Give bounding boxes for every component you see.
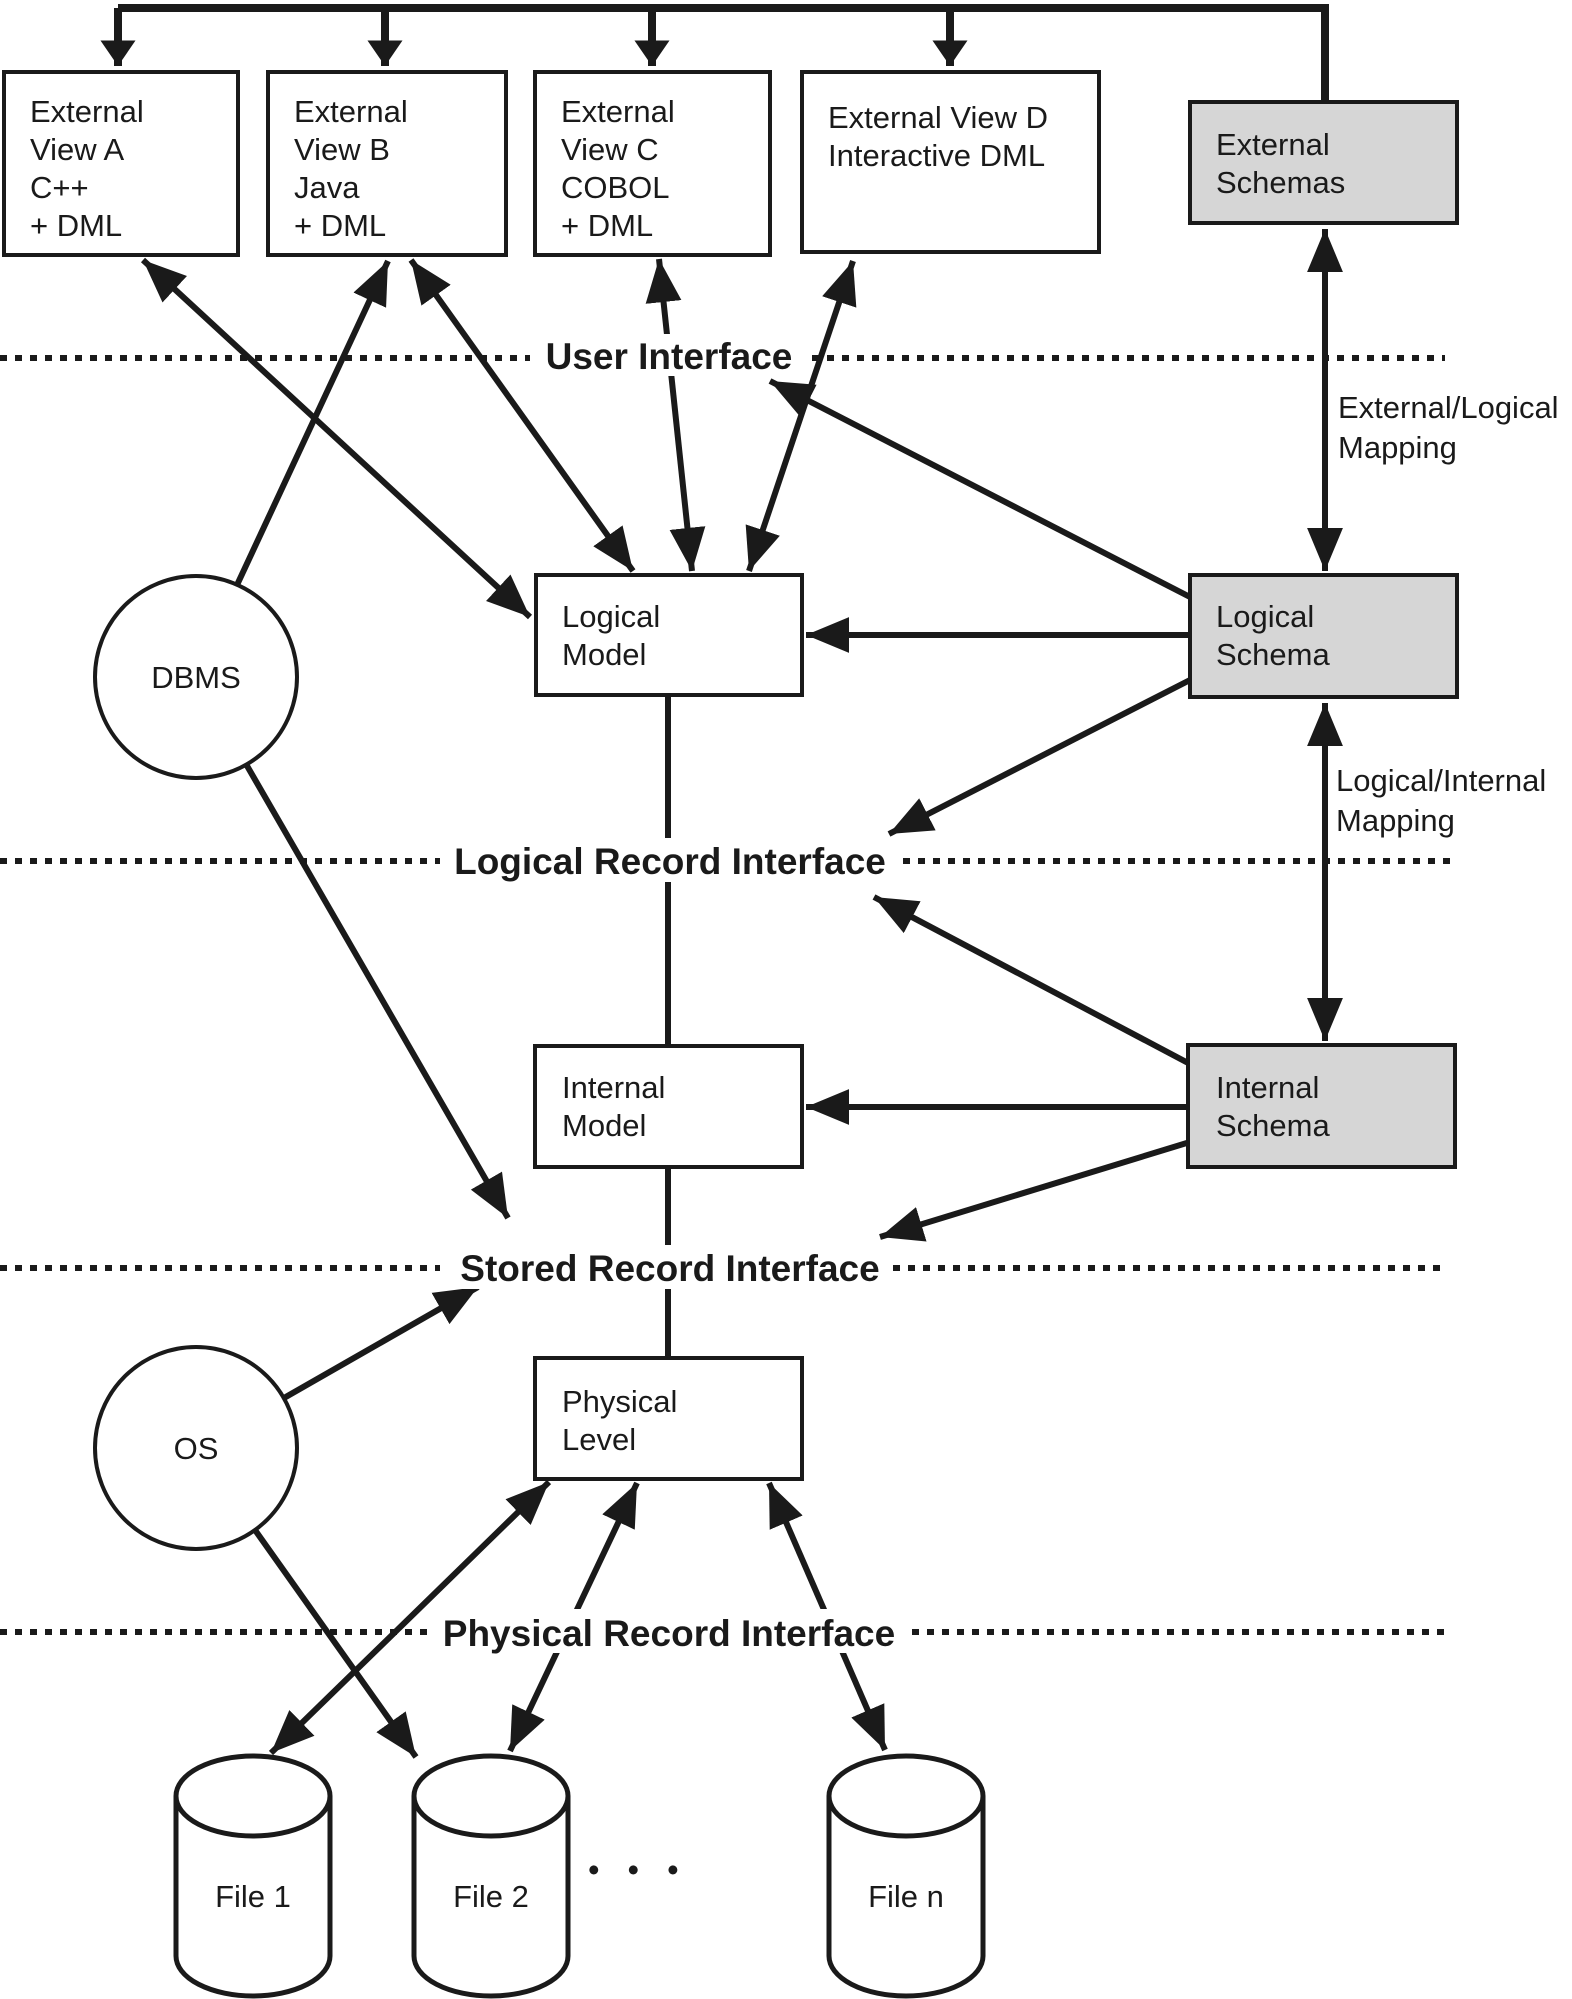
arrow-view-c-logical-model	[645, 258, 706, 572]
logical-schema-rect	[1188, 573, 1459, 699]
filen-cylinder-body	[826, 1796, 986, 1999]
logical-internal-mapping-label: Logical/Internal Mapping	[1336, 763, 1546, 838]
arrow-view-a-logical-model	[140, 257, 533, 620]
physical-level-rect	[533, 1356, 804, 1481]
arrow-internal-schema-to-logical-record-interface	[872, 894, 1192, 1067]
external-view-b-line4: + DML	[294, 208, 386, 243]
external-view-d-line1: External View D	[828, 100, 1048, 135]
arrows	[140, 228, 1343, 1759]
internal-schema-rect	[1186, 1043, 1457, 1169]
physical-record-interface-label-bg	[438, 1609, 900, 1653]
logical-model-line2: Model	[562, 637, 646, 672]
external-schemas-rect	[1188, 100, 1459, 225]
stored-record-interface-label-bg	[452, 1245, 888, 1289]
external-view-d-line2: Interactive DML	[828, 138, 1045, 173]
arrow-physical-level-file1	[268, 1479, 552, 1756]
arrow-os-to-file2	[252, 1528, 419, 1759]
logical-schema-line2: Schema	[1216, 637, 1330, 672]
internal-schema-box: Internal Schema	[1186, 1043, 1457, 1169]
external-logical-mapping-label: External/Logical Mapping	[1338, 390, 1559, 465]
logical-schema-box: Logical Schema	[1188, 573, 1459, 699]
external-view-c-line4: + DML	[561, 208, 653, 243]
internal-model-rect	[533, 1044, 804, 1169]
external-view-c-line3: COBOL	[561, 170, 670, 205]
external-schemas-line2: Schemas	[1216, 165, 1345, 200]
user-interface-label-bg	[540, 334, 798, 376]
file1-label: File 1	[215, 1879, 291, 1914]
physical-level-line1: Physical	[562, 1384, 677, 1419]
filen-label: File n	[868, 1879, 944, 1914]
arrow-dbms-to-stored-record-interface	[243, 762, 511, 1220]
logical-model-line1: Logical	[562, 599, 660, 634]
logical-model-box: Logical Model	[534, 573, 804, 697]
dbms-ellipse	[93, 574, 299, 780]
file-ellipsis: •••	[588, 1851, 707, 1888]
interface-labels: User Interface Logical Record Interface …	[438, 334, 900, 1654]
external-view-b-line2: View B	[294, 132, 390, 167]
arrow-view-b-logical-model	[408, 258, 636, 573]
external-view-a-line1: External	[30, 94, 144, 129]
internal-model-line1: Internal	[562, 1070, 665, 1105]
logical-model-rect	[534, 573, 804, 697]
dbms-label: DBMS	[151, 660, 241, 695]
file1-cylinder-body	[173, 1796, 333, 1999]
internal-model-line2: Model	[562, 1108, 646, 1143]
external-view-c-line1: External	[561, 94, 675, 129]
internal-schema-line2: Schema	[1216, 1108, 1330, 1143]
file2-cylinder-body	[411, 1796, 571, 1999]
os-label: OS	[174, 1431, 219, 1466]
external-view-c-rect	[533, 70, 772, 257]
external-view-c-line2: View C	[561, 132, 659, 167]
stored-record-interface-label: Stored Record Interface	[460, 1248, 879, 1289]
filen-cylinder-top	[826, 1753, 986, 1839]
dbms-circle: DBMS	[93, 574, 299, 780]
arrow-dbms-to-view-b	[234, 259, 391, 587]
external-view-a-line3: C++	[30, 170, 89, 205]
logical-internal-mapping-line1: Logical/Internal	[1336, 763, 1546, 798]
logical-record-interface-label: Logical Record Interface	[454, 841, 886, 882]
top-bar	[100, 4, 1329, 100]
physical-level-box: Physical Level	[533, 1356, 804, 1481]
external-view-b-line1: External	[294, 94, 408, 129]
internal-model-box: Internal Model	[533, 1044, 804, 1169]
external-view-d-rect	[800, 70, 1101, 254]
user-interface-label: User Interface	[546, 336, 793, 377]
external-schemas-box: External Schemas	[1188, 100, 1459, 225]
arrow-logical-schema-to-logical-record-interface	[887, 677, 1192, 837]
os-circle: OS	[93, 1345, 299, 1551]
logical-record-interface-label-bg	[448, 838, 892, 882]
external-view-d-box: External View D Interactive DML	[800, 70, 1101, 254]
logical-schema-line1: Logical	[1216, 599, 1314, 634]
external-view-b-line3: Java	[294, 170, 360, 205]
external-view-a-line2: View A	[30, 132, 125, 167]
physical-level-line2: Level	[562, 1422, 636, 1457]
file2-cylinder-top	[411, 1753, 571, 1839]
top-bar-path	[118, 4, 1329, 100]
external-view-a-box: External View A C++ + DML	[2, 70, 240, 257]
file2-label: File 2	[453, 1879, 529, 1914]
physical-record-interface-label: Physical Record Interface	[443, 1613, 895, 1654]
external-view-a-line4: + DML	[30, 208, 122, 243]
internal-schema-line1: Internal	[1216, 1070, 1319, 1105]
external-view-b-rect	[266, 70, 508, 257]
external-view-b-box: External View B Java + DML	[266, 70, 508, 257]
external-view-c-box: External View C COBOL + DML	[533, 70, 772, 257]
arrow-os-to-stored-record-interface	[282, 1284, 480, 1401]
external-schemas-line1: External	[1216, 127, 1330, 162]
logical-internal-mapping-line2: Mapping	[1336, 803, 1455, 838]
file-cylinders	[173, 1753, 986, 1999]
external-logical-mapping-line2: Mapping	[1338, 430, 1457, 465]
file1-cylinder-top	[173, 1753, 333, 1839]
arrow-logical-schema-to-user-interface	[768, 378, 1192, 600]
os-ellipse	[93, 1345, 299, 1551]
arrow-internal-schema-to-stored-record-interface	[879, 1139, 1191, 1242]
external-view-a-rect	[2, 70, 240, 257]
external-logical-mapping-line1: External/Logical	[1338, 390, 1559, 425]
